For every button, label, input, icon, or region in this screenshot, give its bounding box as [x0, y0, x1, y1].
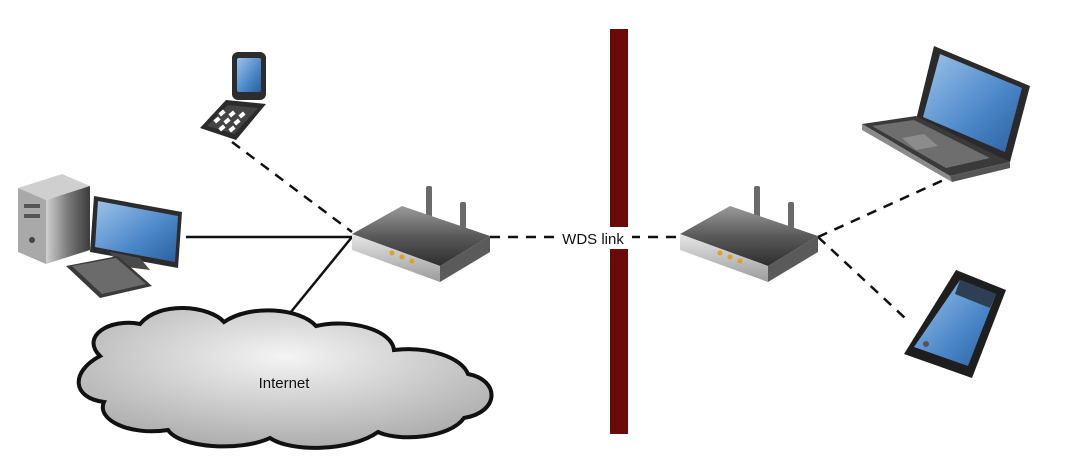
desktop-computer-icon	[18, 174, 182, 298]
link-router-laptop	[817, 176, 949, 239]
laptop-icon	[862, 46, 1030, 182]
wireless-router-icon	[352, 186, 490, 282]
link-router-smartphone	[817, 236, 906, 319]
links	[186, 141, 949, 319]
wireless-router-icon	[680, 186, 818, 282]
cloud-icon	[76, 305, 494, 450]
wds-label-bg	[556, 227, 632, 249]
link-phone-router	[231, 141, 353, 233]
smartphone-icon	[904, 270, 1006, 378]
internet-label: Internet	[259, 375, 311, 392]
flip-phone-icon	[200, 52, 266, 140]
link-internet-router	[285, 236, 353, 319]
wds-link-label: WDS link	[562, 231, 624, 248]
